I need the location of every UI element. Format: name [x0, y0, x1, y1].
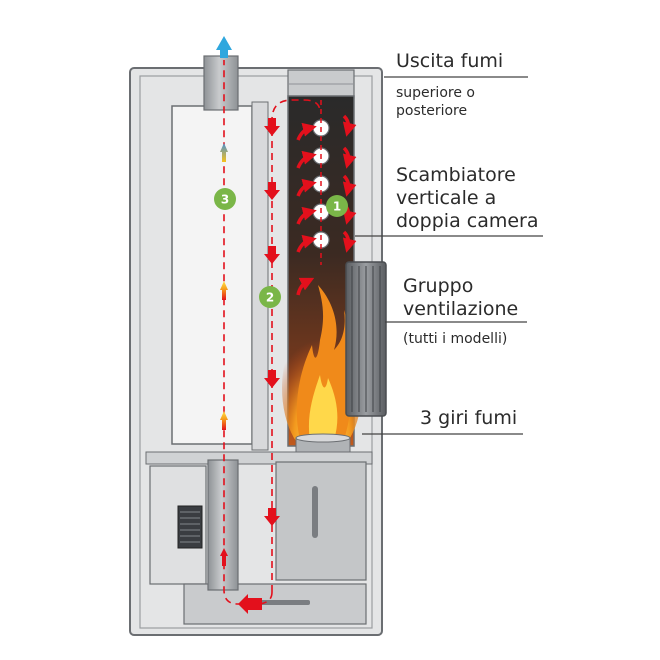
label-ventilation-line1: Gruppo [403, 275, 474, 297]
label-flue-outlet-sub1: superiore o [396, 85, 475, 101]
exchanger-curved-arrows [296, 114, 357, 296]
badge-3: 3 [214, 188, 236, 210]
svg-text:1: 1 [333, 200, 341, 214]
label-exchanger-line1: Scambiatore [396, 164, 516, 186]
svg-text:2: 2 [266, 291, 274, 305]
flue-pipe-top [203, 55, 239, 111]
flame-inner [308, 375, 338, 440]
svg-text:3: 3 [221, 193, 229, 207]
leader-lines [355, 76, 543, 435]
label-flue-outlet-title: Uscita fumi [396, 50, 504, 72]
label-exchanger-line3: doppia camera [396, 210, 539, 232]
label-ventilation-line2: ventilazione [403, 298, 519, 320]
label-ventilation-line3: (tutti i modelli) [403, 331, 508, 347]
pellet-hopper [275, 461, 367, 581]
flame-outer [296, 285, 353, 440]
down-flow-arrows [264, 118, 280, 526]
left-panel [171, 105, 253, 445]
left-panel-side [251, 101, 269, 451]
bottom-turn-arrow [238, 594, 262, 614]
label-flue-turns: 3 giri fumi [420, 407, 518, 429]
badge-1: 1 [326, 195, 348, 217]
control-vent-grille [177, 505, 203, 549]
label-exchanger-line2: verticale a [396, 187, 497, 209]
exit-arrow-icon [216, 36, 232, 58]
label-flue-outlet-sub2: posteriore [396, 103, 468, 119]
lower-shelf [145, 451, 373, 465]
up-flow-arrows [220, 143, 228, 566]
flue-pipe-lower [207, 459, 239, 591]
badge-2: 2 [259, 286, 281, 308]
